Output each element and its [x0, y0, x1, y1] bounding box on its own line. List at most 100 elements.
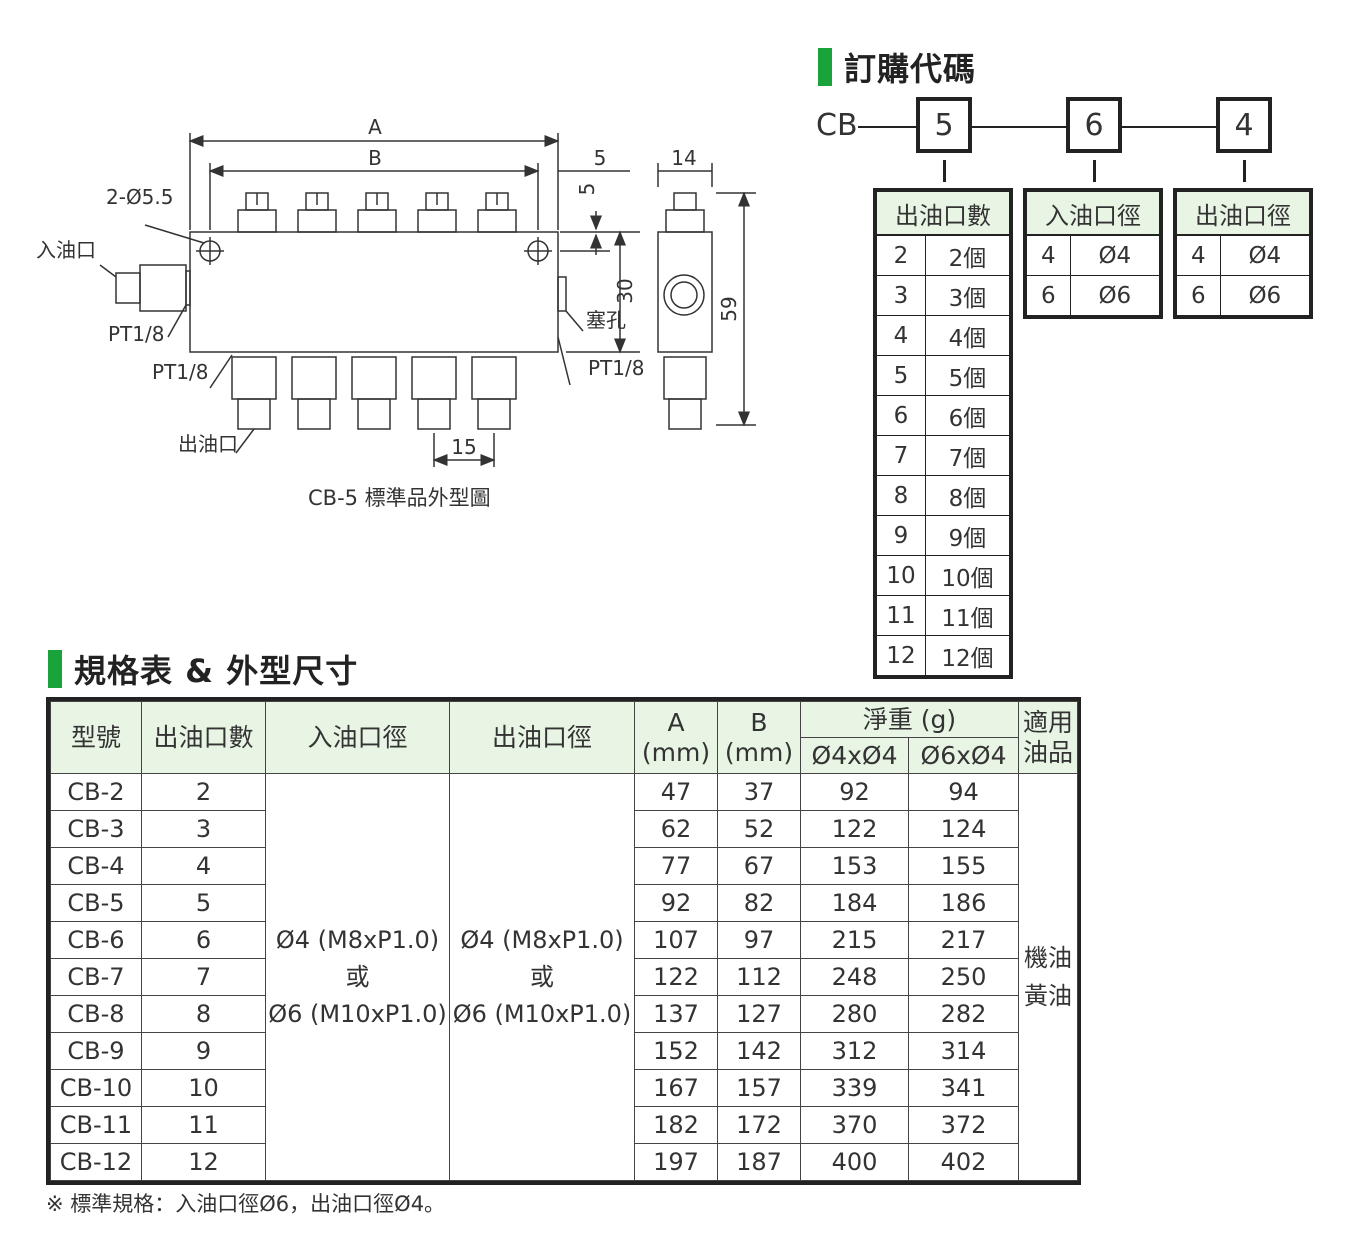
code-value: 7: [877, 435, 926, 476]
code-connector: [972, 126, 1066, 128]
inlet-dia-header: 入油口徑: [1027, 192, 1159, 236]
code-value: 6: [1027, 275, 1071, 315]
heading-accent-bar: [48, 650, 62, 688]
spec-title: 規格表 & 外型尺寸: [74, 652, 359, 690]
code-box-outlet: 4: [1216, 97, 1272, 153]
code-meaning: 7個: [924, 435, 1009, 476]
outlets-cell: 3: [141, 810, 266, 848]
inlet-label: 入油口: [36, 238, 96, 262]
code-value: 4: [1191, 242, 1206, 269]
model-cell: CB-7: [50, 958, 142, 996]
col-model: 型號: [50, 701, 142, 774]
dim-b-label: B: [368, 146, 382, 170]
outlets-cell: 12: [141, 1143, 266, 1181]
code-meaning: 3個: [924, 275, 1009, 316]
code-meaning: 5個: [924, 355, 1009, 396]
col-b-label: B: [750, 707, 768, 737]
pt-right-label: PT1/8: [588, 356, 644, 380]
outlets-cell: 8: [141, 995, 266, 1033]
outlets-cell: 10: [141, 1069, 266, 1107]
weight-44-cell: 312: [800, 1032, 909, 1070]
dim-a-cell: 182: [634, 1106, 718, 1144]
side-view: [657, 192, 713, 430]
outlet-count-header: 出油口數: [877, 192, 1009, 236]
code-connector-v: [1243, 160, 1246, 182]
dim-a-label: A: [368, 115, 382, 139]
code-connector-v: [943, 160, 946, 182]
pt-left2-label: PT1/8: [152, 360, 208, 384]
code-value: 11: [877, 595, 926, 636]
code-prefix: CB: [816, 108, 858, 143]
outlets-cell: 11: [141, 1106, 266, 1144]
dim-5-top: 5: [594, 146, 607, 170]
col-a-label: A: [667, 707, 685, 737]
dim-a-cell: 197: [634, 1143, 718, 1181]
weight-64-cell: 402: [907, 1143, 1020, 1181]
dim-b-cell: 172: [717, 1106, 801, 1144]
dim-b-cell: 52: [717, 810, 801, 848]
heading-accent-bar: [818, 48, 832, 86]
manifold-body: [189, 231, 559, 353]
drawing-caption: CB-5 標準品外型圖: [308, 486, 491, 510]
col-weight: 淨重 (g): [799, 701, 1020, 738]
weight-64-cell: 314: [907, 1032, 1020, 1070]
oil-type-cell: 機油黃油: [1018, 773, 1079, 1181]
dim-b-cell: 67: [717, 847, 801, 885]
weight-64-cell: 341: [907, 1069, 1020, 1107]
cb5-drawing: A B 5 5 14 30 59 15 2-Ø5.5 入油口 PT1/8 PT1…: [36, 115, 756, 467]
dim-a-cell: 167: [634, 1069, 718, 1107]
code-value: 2: [893, 242, 909, 269]
dim-14: 14: [671, 146, 696, 170]
dim-b-cell: 187: [717, 1143, 801, 1181]
weight-44-cell: 153: [800, 847, 909, 885]
col-outlet: 出油口徑: [449, 701, 635, 774]
footnote: ※ 標準規格：入油口徑Ø6，出油口徑Ø4。: [46, 1192, 446, 1216]
code-connector-v: [1093, 160, 1096, 182]
dim-a-cell: 92: [634, 884, 718, 922]
dim-a-cell: 47: [634, 773, 718, 811]
spec-line: 或: [530, 962, 554, 991]
col-weight-44: Ø4xØ4: [800, 737, 909, 774]
weight-64-cell: 250: [907, 958, 1020, 996]
code-meaning: 8個: [924, 475, 1009, 516]
dim-b-cell: 142: [717, 1032, 801, 1070]
hole-label: 2-Ø5.5: [106, 185, 174, 209]
dim-30: 30: [613, 278, 637, 303]
weight-64-cell: 124: [907, 810, 1020, 848]
outlet-label: 出油口: [178, 432, 238, 456]
outlets-cell: 2: [141, 773, 266, 811]
outlets-cell: 5: [141, 884, 266, 922]
code-meaning: 2個: [924, 235, 1009, 276]
code-meaning: 11個: [924, 595, 1009, 636]
code-value: 12: [877, 635, 926, 675]
code-meaning: 12個: [924, 635, 1009, 675]
spec-line: Ø4 (M8xP1.0): [460, 925, 624, 954]
weight-64-cell: 94: [907, 773, 1020, 811]
col-a: A(mm): [634, 701, 718, 774]
spec-line: Ø6 (M10xP1.0): [268, 999, 447, 1028]
col-oil-2: 油品: [1023, 737, 1074, 767]
model-cell: CB-2: [50, 773, 142, 811]
col-b: B(mm): [717, 701, 801, 774]
order-code-heading: 訂購代碼: [818, 44, 976, 90]
top-plugs: [237, 192, 517, 233]
weight-44-cell: 215: [800, 921, 909, 959]
oil-line: 機油: [1024, 944, 1073, 972]
code-meaning: 4個: [924, 315, 1009, 356]
oil-line: 黃油: [1024, 982, 1073, 1010]
weight-44-cell: 400: [800, 1143, 909, 1181]
weight-44-cell: 339: [800, 1069, 909, 1107]
dim-b-cell: 112: [717, 958, 801, 996]
col-oil: 適用油品: [1018, 701, 1079, 774]
code-meaning: Ø6: [1069, 275, 1159, 315]
